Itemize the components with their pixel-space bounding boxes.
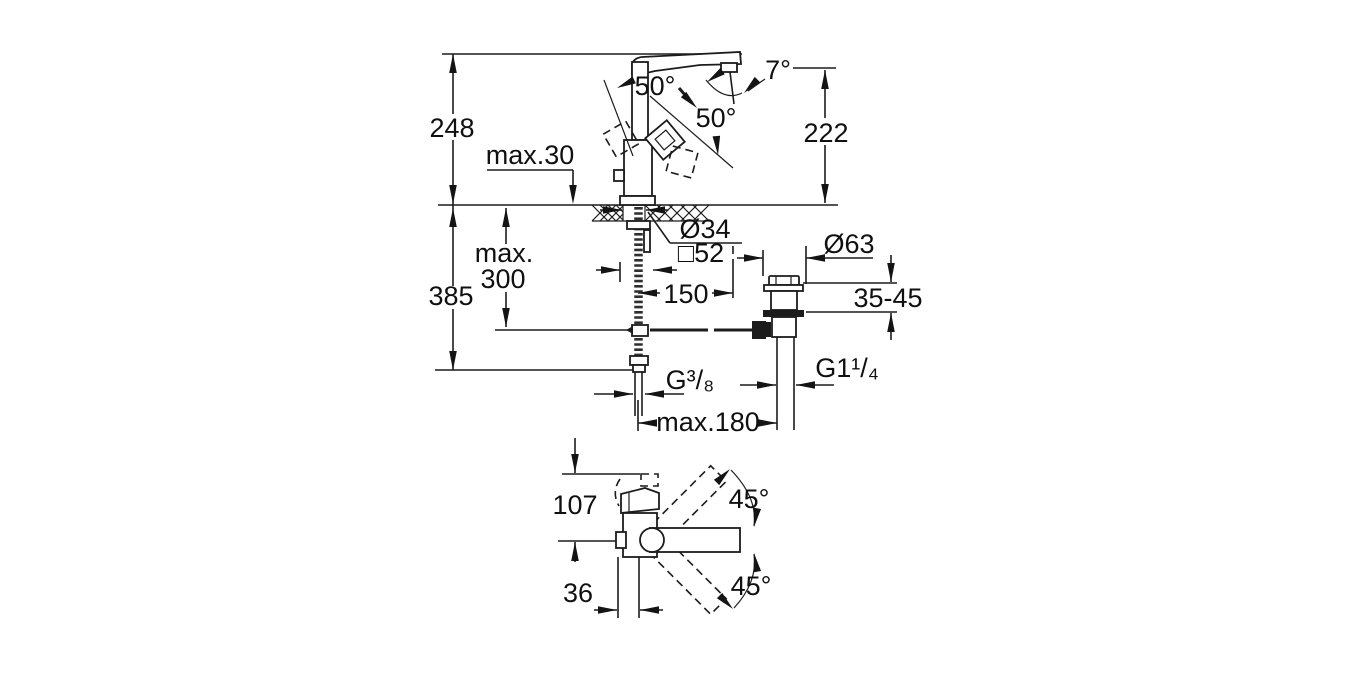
front-view-labels: 248 max.30 222 50° 50° 7° max. 300 385 Ø… [428, 55, 922, 437]
top-view-labels: 107 36 45° 45° [552, 484, 771, 608]
body-tab-top-view [615, 531, 627, 549]
dim-spray-angle: 7° [765, 55, 791, 85]
base-plate [619, 195, 656, 206]
supply-fitting-lower [632, 364, 646, 373]
waste-body-lower [771, 316, 797, 338]
handle-top-view [620, 487, 660, 514]
spray-angle-arc [705, 79, 743, 97]
dim-body-depth: 107 [552, 490, 597, 520]
dim-swivel-lower: 45° [731, 571, 772, 601]
front-view: 248 max.30 222 50° 50° 7° max. 300 385 Ø… [428, 51, 923, 437]
dim-waste-thread: G1¹/₄ [815, 353, 879, 383]
dim-height-total: 248 [429, 113, 474, 143]
angle-ray-right [649, 95, 734, 169]
dim-basin-deck-range: 35-45 [853, 283, 922, 313]
handle-knob [644, 119, 686, 161]
rod-junction-tip [626, 326, 633, 334]
dim-base-square: □52 [678, 238, 724, 268]
spout-outlet [720, 62, 738, 73]
supply-fitting-upper [629, 355, 649, 366]
dim-outlet-height: 222 [803, 118, 848, 148]
dim-hole-diameter: Ø34 [679, 214, 730, 244]
waste-body-upper [770, 290, 798, 311]
top-view-arrowheads [571, 454, 762, 614]
mounting-nut [626, 220, 651, 230]
handle-position-right-dashed [665, 145, 699, 179]
spray-angle-leader [747, 78, 766, 92]
dim-depth-total: 385 [428, 281, 473, 311]
body-side-tab [613, 169, 625, 182]
drain-assembly [753, 275, 804, 430]
dim-handle-angle-right: 50° [696, 103, 737, 133]
waste-rod-knob [753, 322, 771, 337]
dim-spacing-max: max.180 [656, 407, 760, 437]
dim-hose-max-line1: max. [475, 238, 534, 268]
water-stream-line [729, 71, 735, 105]
handle-arc-dashed [614, 478, 621, 507]
dim-deck-max: max.30 [486, 140, 575, 170]
dim-waste-flange-diameter: Ø63 [823, 229, 874, 259]
waste-seal [763, 310, 804, 317]
popup-rod-channel [643, 229, 651, 253]
dim-handle-angle-left: 50° [635, 71, 676, 101]
angle-ray-left [603, 79, 634, 157]
rod-junction [631, 324, 649, 337]
arrowheads [449, 54, 895, 427]
handle-tip-dashed [640, 473, 659, 487]
faucet-body [623, 139, 653, 197]
dim-swivel-upper: 45° [729, 484, 770, 514]
dim-hose-max-line2: 300 [480, 264, 525, 294]
top-view: 107 36 45° 45° [552, 438, 771, 618]
hole-label-leader [647, 211, 671, 244]
faucet-outline [602, 51, 766, 206]
dim-center-offset: 36 [563, 578, 593, 608]
waste-plug-cap [768, 275, 800, 286]
faucet-top-view [614, 473, 741, 558]
dim-supply-thread: G³/₈ [666, 365, 715, 395]
dim-spout-projection: 150 [663, 279, 708, 309]
spout-pivot [639, 527, 665, 553]
